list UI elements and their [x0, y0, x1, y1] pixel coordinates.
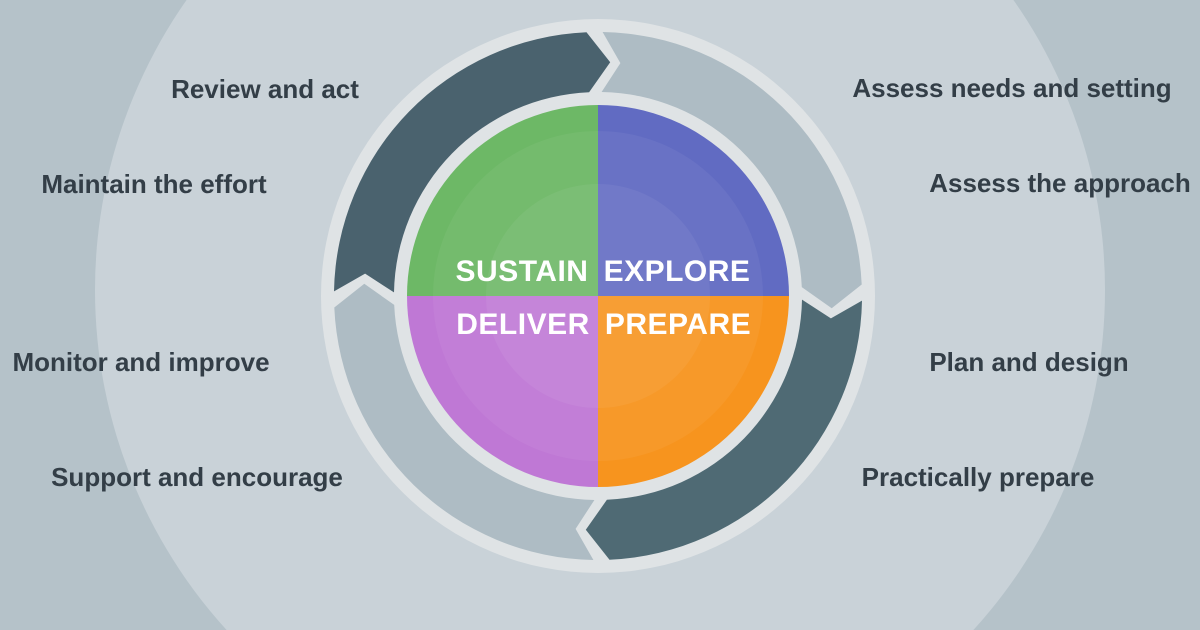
quadrant-prepare	[598, 296, 789, 487]
cycle-arrow-ring	[334, 32, 862, 560]
quadrant-deliver	[407, 296, 598, 487]
deliver-quadrant-label: DELIVER	[456, 308, 590, 341]
label-assess-needs-and-setting: Assess needs and setting	[852, 73, 1172, 103]
quadrant-pie	[407, 105, 789, 487]
quadrant-sustain	[407, 105, 598, 296]
inner-ring-overlay-inner	[486, 184, 710, 408]
cycle-arrow-bottom-right	[585, 299, 862, 560]
label-plan-and-design: Plan and design	[929, 347, 1129, 377]
inner-ring-overlay-outer	[433, 131, 763, 461]
cycle-arrow-top-right	[601, 32, 862, 309]
sustain-quadrant-label: SUSTAIN	[455, 255, 589, 288]
label-maintain-the-effort: Maintain the effort	[41, 169, 267, 199]
cycle-arrow-bottom-left	[334, 283, 595, 560]
label-monitor-and-improve: Monitor and improve	[12, 347, 270, 377]
label-support-and-encourage: Support and encourage	[51, 462, 343, 492]
label-review-and-act: Review and act	[171, 74, 359, 104]
prepare-quadrant-label: PREPARE	[604, 308, 752, 341]
quadrant-explore	[598, 105, 789, 296]
label-assess-the-approach: Assess the approach	[929, 168, 1191, 198]
label-practically-prepare: Practically prepare	[861, 462, 1095, 492]
cycle-arrow-top-left	[334, 32, 611, 293]
explore-quadrant-label: EXPLORE	[603, 255, 751, 288]
